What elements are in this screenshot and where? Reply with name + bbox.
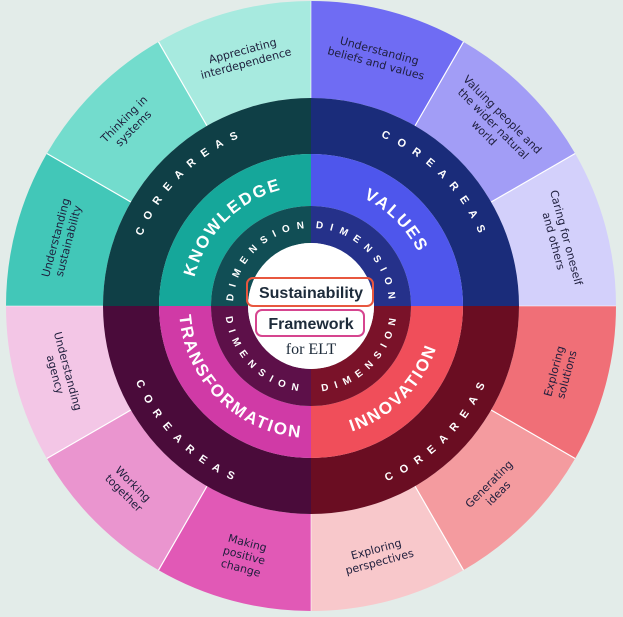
dimension-ring-innovation bbox=[311, 306, 463, 458]
area-segment-innovation-2 bbox=[311, 486, 464, 611]
dimension-ring-knowledge bbox=[159, 154, 311, 306]
area-segment-values-2 bbox=[491, 153, 616, 306]
center-title-line2: Framework bbox=[268, 316, 353, 333]
area-segment-values-1 bbox=[415, 41, 576, 203]
area-divider bbox=[157, 485, 208, 571]
core-ring-innovation bbox=[311, 306, 519, 514]
area-segment-knowledge-1 bbox=[46, 41, 208, 203]
area-divider bbox=[46, 409, 132, 460]
area-segment-knowledge-0 bbox=[6, 153, 131, 306]
area-segment-transformation-2 bbox=[6, 306, 131, 459]
area-divider bbox=[414, 485, 465, 571]
center-disc: Sustainability Framework for ELT bbox=[246, 243, 374, 369]
dimension-ring-transformation bbox=[159, 306, 311, 458]
title-frame-2 bbox=[255, 309, 365, 337]
core-ring-knowledge bbox=[103, 98, 311, 306]
area-segment-transformation-1 bbox=[46, 410, 208, 571]
core-ring-values bbox=[311, 98, 519, 306]
inner-ring-innovation bbox=[311, 306, 411, 406]
inner-ring-values bbox=[311, 206, 411, 306]
area-segment-innovation-1 bbox=[415, 410, 576, 571]
inner-ring-knowledge bbox=[211, 206, 311, 306]
dimension-ring-values bbox=[311, 154, 463, 306]
area-divider bbox=[490, 409, 576, 460]
center-subtitle: for ELT bbox=[286, 341, 337, 358]
area-segment-knowledge-2 bbox=[158, 1, 311, 126]
area-segment-values-0 bbox=[311, 1, 464, 126]
center-title-line1: Sustainability bbox=[259, 285, 363, 302]
area-divider bbox=[414, 41, 465, 127]
core-ring-transformation bbox=[103, 306, 311, 514]
area-segment-innovation-0 bbox=[491, 306, 616, 459]
title-frame-1 bbox=[246, 277, 374, 307]
area-divider bbox=[157, 41, 208, 127]
inner-ring-transformation bbox=[211, 306, 311, 406]
area-segment-transformation-0 bbox=[158, 486, 311, 611]
area-divider bbox=[490, 152, 576, 203]
area-divider bbox=[46, 152, 132, 203]
